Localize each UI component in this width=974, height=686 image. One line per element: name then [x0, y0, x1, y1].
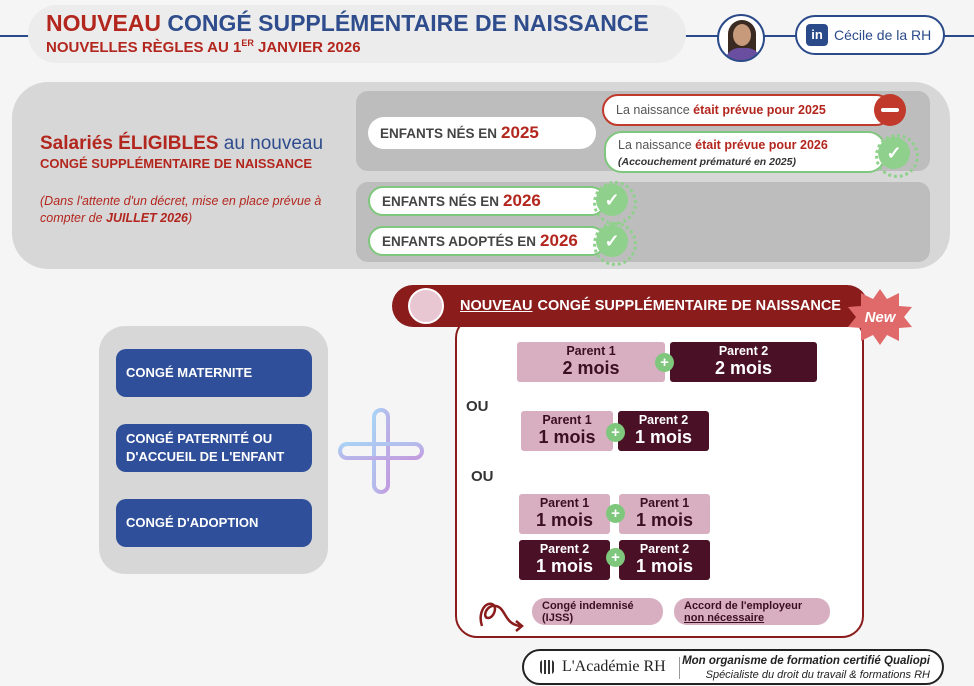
conge-maternite: CONGÉ MATERNITE [116, 349, 312, 397]
green-plus-icon: + [606, 504, 625, 523]
minus-icon [874, 94, 906, 126]
plus-icon [338, 408, 424, 494]
check-icon: ✓ [593, 181, 637, 225]
title-prefix: NOUVEAU [46, 10, 162, 36]
arrow-squiggle-icon [479, 602, 524, 632]
subtitle-before: NOUVELLES RÈGLES AU 1 [46, 39, 242, 56]
academie-line2: Spécialiste du droit du travail & format… [705, 669, 930, 681]
eligibility-subtitle: CONGÉ SUPPLÉMENTAIRE DE NAISSANCE [40, 156, 313, 171]
academie-line1: Mon organisme de formation certifié Qual… [682, 655, 930, 667]
new-badge: New [848, 289, 912, 345]
title-rest: CONGÉ SUPPLÉMENTAIRE DE NAISSANCE [167, 10, 649, 36]
academie-name: L'Académie RH [562, 658, 666, 675]
ou-label: OU [466, 398, 489, 415]
check-icon: ✓ [593, 222, 637, 266]
baby-icon [408, 288, 444, 324]
indemnise-pill: Congé indemnisé (IJSS) [532, 598, 663, 625]
subtitle-after: JANVIER 2026 [253, 39, 361, 56]
green-plus-icon: + [655, 353, 674, 372]
case-2025-bubble: La naissance était prévue pour 2025 [602, 94, 892, 126]
eligibility-title: Salariés ÉLIGIBLES au nouveau [40, 133, 324, 154]
eligibility-note: (Dans l'attente d'un décret, mise en pla… [40, 194, 322, 225]
case-2026-bubble: La naissance était prévue pour 2026(Acco… [604, 131, 886, 173]
linkedin-icon: in [806, 24, 828, 46]
academie-logo-icon [540, 660, 554, 674]
page-title: NOUVEAU CONGÉ SUPPLÉMENTAIRE DE NAISSANC… [46, 10, 649, 37]
page-subtitle: NOUVELLES RÈGLES AU 1ER JANVIER 2026 [46, 38, 361, 56]
title-pill [28, 5, 686, 63]
divider [679, 657, 680, 679]
new-badge-text: New [865, 309, 897, 326]
green-plus-icon: + [606, 548, 625, 567]
author-avatar [717, 14, 765, 62]
ou-label: OU [471, 468, 494, 485]
conge-adoption: CONGÉ D'ADOPTION [116, 499, 312, 547]
academie-footer: L'Académie RH Mon organisme de formation… [522, 649, 944, 685]
linkedin-profile-link[interactable]: in Cécile de la RH [795, 15, 945, 55]
author-name: Cécile de la RH [834, 27, 932, 43]
conge-paternite: CONGÉ PATERNITÉ OU D'ACCUEIL DE L'ENFANT [116, 424, 312, 472]
check-icon: ✓ [875, 134, 919, 178]
subtitle-sup: ER [241, 38, 254, 48]
green-plus-icon: + [606, 423, 625, 442]
